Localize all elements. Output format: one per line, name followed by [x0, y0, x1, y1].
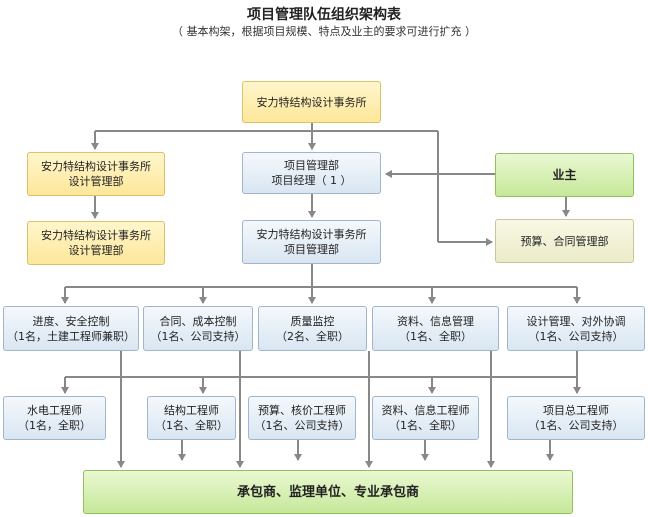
- node-owner: 业主: [495, 153, 634, 197]
- node-label: 项目管理部: [284, 159, 339, 172]
- node-info-engineer: 资料、信息工程师 （1名、全职）: [372, 396, 479, 440]
- node-label: 安力特结构设计事务所: [41, 229, 151, 242]
- node-project-mgmt: 安力特结构设计事务所 项目管理部: [242, 220, 381, 264]
- node-contract: 合同、成本控制 （1名、公司支持）: [143, 306, 253, 351]
- node-sublabel: （1名、公司支持）: [528, 419, 624, 432]
- node-label: 预算、合同管理部: [520, 234, 609, 248]
- node-label: 项目总工程师: [543, 404, 609, 417]
- node-design-mgmt: 设计管理、对外协调 （1名、公司支持）: [507, 306, 645, 351]
- node-label: 安力特结构设计事务所: [256, 95, 367, 109]
- node-sublabel: 设计管理部: [68, 244, 124, 257]
- node-project-dept: 项目管理部 项目经理（ 1 ）: [242, 152, 381, 194]
- node-label: 合同、成本控制: [159, 314, 237, 328]
- chart-title: 项目管理队伍组织架构表: [247, 7, 401, 23]
- node-budget-dept: 预算、合同管理部: [495, 219, 634, 263]
- node-label: 水电工程师: [27, 404, 82, 417]
- node-label: 预算、核价工程师: [258, 404, 346, 417]
- node-label: 进度、安全控制: [32, 314, 110, 328]
- node-label: 安力特结构设计事务所: [41, 160, 151, 173]
- node-label: 资料、信息工程师: [381, 404, 470, 417]
- node-label: 资料、信息管理: [397, 314, 474, 328]
- node-cost-engineer: 预算、核价工程师 （1名、公司支持）: [248, 396, 356, 440]
- node-sublabel: （1名、全职）: [399, 329, 472, 343]
- node-quality: 质量监控 （2名、全职）: [258, 306, 367, 351]
- node-info: 资料、信息管理 （1名、全职）: [372, 306, 499, 351]
- node-sublabel: （1名、公司支持）: [528, 329, 624, 343]
- node-sublabel: （1名，土建工程师兼职）: [7, 329, 135, 343]
- node-top-firm: 安力特结构设计事务所: [242, 81, 381, 123]
- node-sublabel: （1名、公司支持）: [254, 419, 350, 432]
- node-contractors: 承包商、监理单位、专业承包商: [83, 470, 573, 514]
- node-hydro-engineer: 水电工程师 （1名，全职）: [3, 396, 106, 440]
- chart-subtitle: （ 基本构架，根据项目规模、特点及业主的要求可进行扩充 ）: [172, 25, 476, 38]
- node-design-dept-1: 安力特结构设计事务所 设计管理部: [27, 152, 165, 196]
- node-sublabel: （1名、全职）: [389, 419, 462, 432]
- node-label: 质量监控: [290, 314, 335, 328]
- node-sublabel: （1名、全职）: [155, 419, 228, 432]
- node-label: 结构工程师: [164, 404, 219, 417]
- node-design-dept-2: 安力特结构设计事务所 设计管理部: [27, 221, 165, 265]
- node-chief-engineer: 项目总工程师 （1名、公司支持）: [507, 396, 645, 440]
- node-sublabel: 设计管理部: [68, 175, 124, 188]
- node-progress: 进度、安全控制 （1名，土建工程师兼职）: [3, 306, 139, 351]
- node-label: 设计管理、对外协调: [526, 314, 626, 328]
- node-label: 安力特结构设计事务所: [256, 228, 367, 241]
- node-sublabel: （1名、公司支持）: [150, 329, 246, 343]
- node-sublabel: （1名，全职）: [18, 419, 91, 432]
- node-sublabel: 项目管理部: [284, 243, 339, 256]
- node-sublabel: 项目经理（ 1 ）: [271, 174, 352, 187]
- node-sublabel: （2名、全职）: [276, 329, 349, 343]
- node-label: 业主: [552, 167, 577, 182]
- node-label: 承包商、监理单位、专业承包商: [236, 484, 419, 500]
- node-structural-engineer: 结构工程师 （1名、全职）: [147, 396, 236, 440]
